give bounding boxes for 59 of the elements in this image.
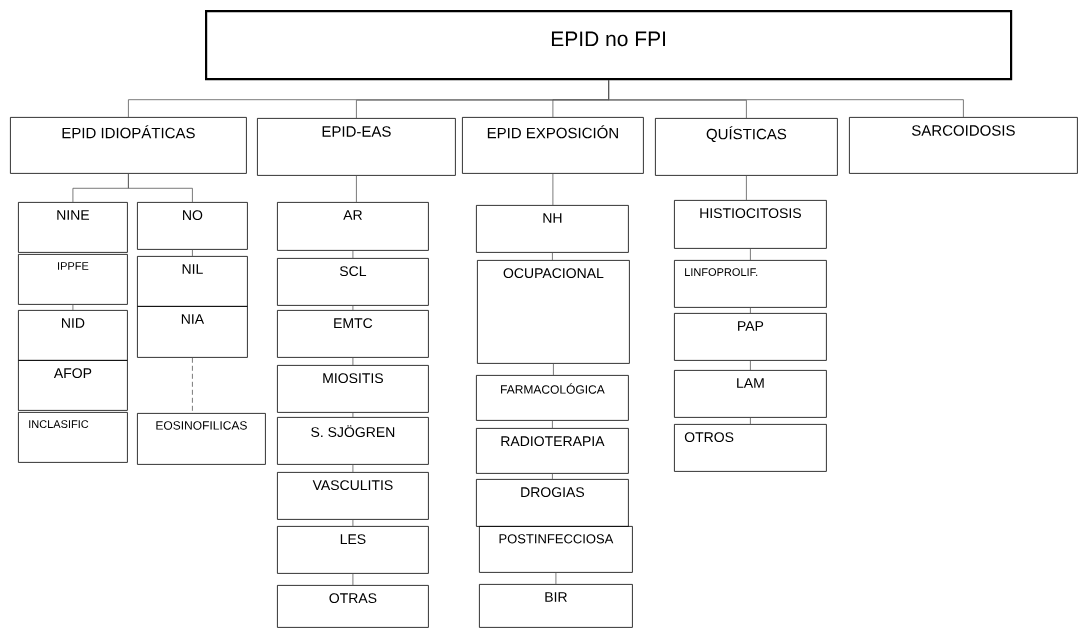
category-box: SARCOIDOSIS bbox=[849, 117, 1078, 174]
title-box: EPID no FPI bbox=[205, 10, 1013, 81]
item-box: HISTIOCITOSIS bbox=[674, 200, 827, 249]
connector-line bbox=[553, 363, 554, 376]
connector-line bbox=[746, 175, 747, 201]
item-box: AFOP bbox=[18, 360, 128, 411]
item-box: OTRAS bbox=[277, 585, 429, 628]
category-box: QUÍSTICAS bbox=[655, 118, 838, 176]
connector-line bbox=[608, 79, 964, 118]
item-box: RADIOTERAPIA bbox=[476, 428, 629, 474]
item-box: NIL bbox=[137, 256, 248, 307]
item-box: AR bbox=[277, 202, 429, 251]
item-box: INCLASIFIC bbox=[18, 412, 128, 463]
item-box: LAM bbox=[674, 370, 827, 418]
item-box: LINFOPROLIF. bbox=[674, 260, 827, 308]
item-box: OTROS bbox=[674, 424, 827, 472]
item-box: SCL bbox=[277, 258, 429, 306]
connector-line bbox=[352, 305, 354, 311]
connector-line bbox=[552, 252, 553, 261]
item-box: FARMACOLÓGICA bbox=[476, 375, 629, 421]
connector-line bbox=[555, 572, 557, 585]
item-box: EOSINOFILICAS bbox=[137, 413, 266, 465]
connector-line bbox=[750, 307, 751, 314]
item-box: POSTINFECCIOSA bbox=[479, 526, 633, 573]
item-box: DROGIAS bbox=[476, 479, 629, 527]
connector-line bbox=[750, 417, 751, 425]
item-box: S. SJÖGREN bbox=[277, 417, 429, 465]
connector-line bbox=[750, 360, 751, 371]
connector-line bbox=[750, 248, 751, 261]
item-box: NH bbox=[476, 205, 629, 253]
item-box: EMTC bbox=[277, 310, 429, 358]
connector-line bbox=[192, 249, 193, 257]
item-box: IPPFE bbox=[18, 254, 128, 305]
connector-line bbox=[192, 357, 193, 414]
connector-line bbox=[352, 573, 354, 586]
item-box: OCUPACIONAL bbox=[477, 260, 630, 364]
connector-line bbox=[128, 173, 193, 203]
category-box: EPID-EAS bbox=[257, 118, 456, 176]
item-box: VASCULITIS bbox=[277, 472, 429, 520]
item-box: NO bbox=[137, 202, 248, 250]
connector-line bbox=[552, 473, 553, 480]
connector-line bbox=[352, 250, 354, 259]
connector-line bbox=[552, 173, 554, 206]
connector-line bbox=[72, 304, 74, 311]
connector-line bbox=[352, 357, 354, 366]
item-box: BIR bbox=[479, 584, 633, 628]
connector-line bbox=[552, 420, 553, 429]
connector-line bbox=[356, 175, 357, 203]
item-box: LES bbox=[277, 526, 429, 574]
category-box: EPID EXPOSICIÓN bbox=[462, 117, 644, 174]
connector-line bbox=[352, 464, 354, 473]
item-box: PAP bbox=[674, 313, 827, 361]
connector-line bbox=[352, 412, 354, 418]
item-box: NIA bbox=[137, 306, 248, 358]
connector-line bbox=[352, 519, 354, 527]
item-box: MIOSITIS bbox=[277, 365, 429, 413]
item-box: NINE bbox=[18, 202, 128, 253]
item-box: NID bbox=[18, 310, 128, 361]
category-box: EPID IDIOPÁTICAS bbox=[10, 117, 247, 174]
